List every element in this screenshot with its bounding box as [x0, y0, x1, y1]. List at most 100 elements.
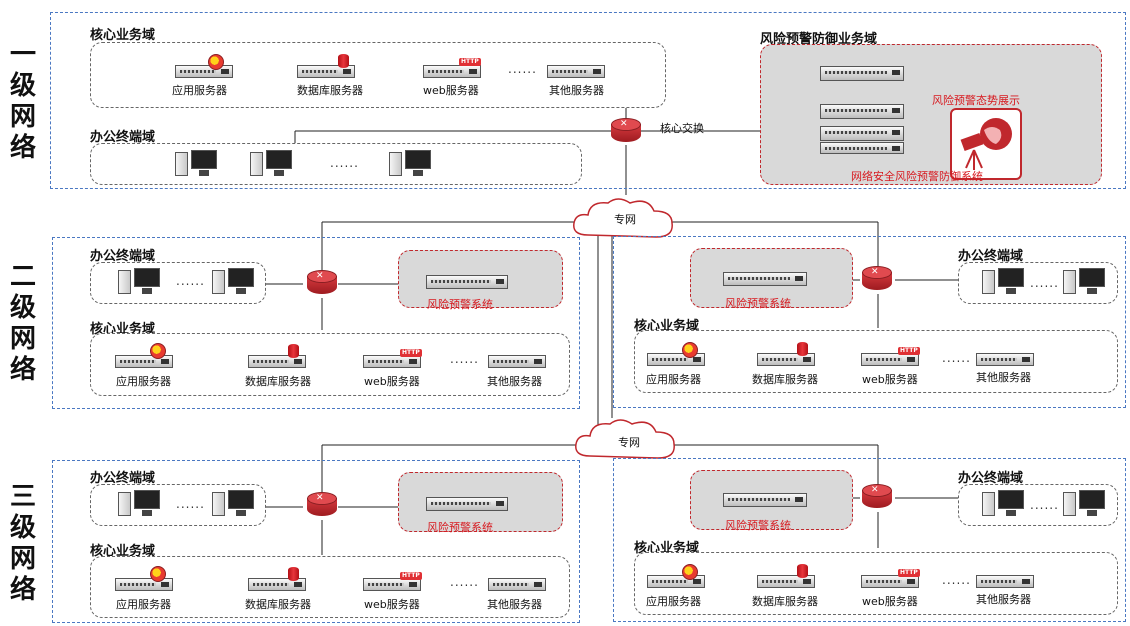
risk-server-3	[820, 126, 904, 141]
database-icon	[288, 567, 299, 581]
l3r-core-dots: ......	[942, 573, 971, 587]
http-icon: HTTP	[898, 569, 920, 577]
http-icon: HTTP	[898, 347, 920, 355]
l2r-core-dots: ......	[942, 351, 971, 365]
l3l-web-server-label: web服务器	[364, 598, 420, 611]
l3l-db-server-label: 数据库服务器	[245, 598, 311, 611]
l3l-router-icon: ✕	[307, 492, 337, 520]
level-1-title: 一 级 网 络	[8, 40, 38, 164]
l1-risk-domain	[760, 44, 1102, 185]
core-switch-icon: ✕	[611, 118, 641, 146]
l3l-app-server	[115, 578, 173, 591]
app-badge-icon	[682, 564, 698, 580]
l2l-risk-server	[426, 275, 508, 289]
app-badge-icon	[150, 566, 166, 582]
level-1-char-4: 络	[9, 133, 36, 163]
level-2-right-frame	[613, 236, 1126, 408]
l1-pc-3	[389, 150, 433, 178]
l2l-core-dots: ......	[450, 352, 479, 366]
l2l-office-dots: ......	[176, 274, 205, 288]
l2l-risk-label: 风险预警系统	[427, 298, 493, 311]
l1-pc-2	[250, 150, 294, 178]
l1-core-dots: ......	[508, 62, 537, 76]
l2r-app-server	[647, 353, 705, 366]
l1-office-dots: ......	[330, 156, 359, 170]
l2l-web-server-label: web服务器	[364, 375, 420, 388]
database-icon	[797, 342, 808, 356]
l2r-db-server-label: 数据库服务器	[752, 373, 818, 386]
l1-core-domain-title: 核心业务域	[90, 28, 156, 43]
level-1-char-2: 级	[9, 71, 36, 101]
l3l-risk-label: 风险预警系统	[427, 521, 493, 534]
level-2-title: 二 级 网 络	[8, 262, 38, 386]
core-switch-label: 核心交换	[660, 122, 704, 135]
risk-system-main-label: 网络安全风险预警防御系统	[851, 170, 983, 183]
l2r-other-server	[976, 353, 1034, 366]
http-icon: HTTP	[400, 572, 422, 580]
l3l-pc-1	[118, 490, 162, 518]
l3l-web-server	[363, 578, 421, 591]
risk-server-1	[820, 66, 904, 81]
l3l-pc-2	[212, 490, 256, 518]
l3r-office-domain-title: 办公终端域	[958, 471, 1024, 486]
l2r-web-server	[861, 353, 919, 366]
l2r-risk-label: 风险预警系统	[725, 297, 791, 310]
l2l-db-server-label: 数据库服务器	[245, 375, 311, 388]
level-3-char-4: 络	[9, 575, 36, 605]
level-2-char-4: 络	[9, 355, 36, 385]
l2l-other-server	[488, 355, 546, 368]
private-net-cloud-1	[573, 198, 673, 238]
level-3-title: 三 级 网 络	[8, 482, 38, 606]
l2r-router-icon: ✕	[862, 266, 892, 294]
l2r-pc-1	[982, 268, 1026, 296]
private-net-label-1: 专网	[614, 213, 636, 226]
l2r-risk-server	[723, 272, 807, 286]
l2l-router-icon: ✕	[307, 270, 337, 298]
l1-web-server-label: web服务器	[423, 84, 479, 97]
l3l-office-domain-title: 办公终端域	[90, 471, 156, 486]
l3r-pc-2	[1063, 490, 1107, 518]
l3l-core-dots: ......	[450, 575, 479, 589]
l2l-other-server-label: 其他服务器	[487, 375, 542, 388]
l3l-other-server	[488, 578, 546, 591]
l1-risk-domain-title: 风险预警防御业务域	[760, 32, 878, 47]
l2r-other-server-label: 其他服务器	[976, 371, 1031, 384]
level-2-char-2: 级	[9, 293, 36, 323]
l3r-router-icon: ✕	[862, 484, 892, 512]
l1-app-server	[175, 65, 233, 78]
l3r-pc-1	[982, 490, 1026, 518]
l1-web-server	[423, 65, 481, 78]
l3l-other-server-label: 其他服务器	[487, 598, 542, 611]
l3r-web-server-label: web服务器	[862, 595, 918, 608]
level-1-char-3: 网	[9, 102, 36, 132]
l2r-app-server-label: 应用服务器	[646, 373, 701, 386]
l2l-app-server	[115, 355, 173, 368]
l2r-web-server-label: web服务器	[862, 373, 918, 386]
l1-app-server-label: 应用服务器	[172, 84, 227, 97]
l2l-office-domain-title: 办公终端域	[90, 249, 156, 264]
level-3-char-2: 级	[9, 513, 36, 543]
l1-db-server	[297, 65, 355, 78]
database-icon	[288, 344, 299, 358]
level-3-char-3: 网	[9, 544, 36, 574]
l3r-other-server	[976, 575, 1034, 588]
l3r-risk-label: 风险预警系统	[725, 519, 791, 532]
l3r-app-server-label: 应用服务器	[646, 595, 701, 608]
l1-office-domain-title: 办公终端域	[90, 130, 156, 145]
app-badge-icon	[682, 342, 698, 358]
http-icon: HTTP	[400, 349, 422, 357]
l2l-pc-1	[118, 268, 162, 296]
l3l-db-server	[248, 578, 306, 591]
l2l-pc-2	[212, 268, 256, 296]
level-3-right-frame	[613, 458, 1126, 622]
l2r-office-dots: ......	[1030, 276, 1059, 290]
l2l-db-server	[248, 355, 306, 368]
risk-display-icon	[950, 108, 1022, 180]
l3l-risk-server	[426, 497, 508, 511]
app-badge-icon	[150, 343, 166, 359]
l1-pc-1	[175, 150, 219, 178]
level-2-left-frame	[52, 237, 580, 409]
l3r-app-server	[647, 575, 705, 588]
level-3-char-1: 三	[9, 482, 36, 512]
